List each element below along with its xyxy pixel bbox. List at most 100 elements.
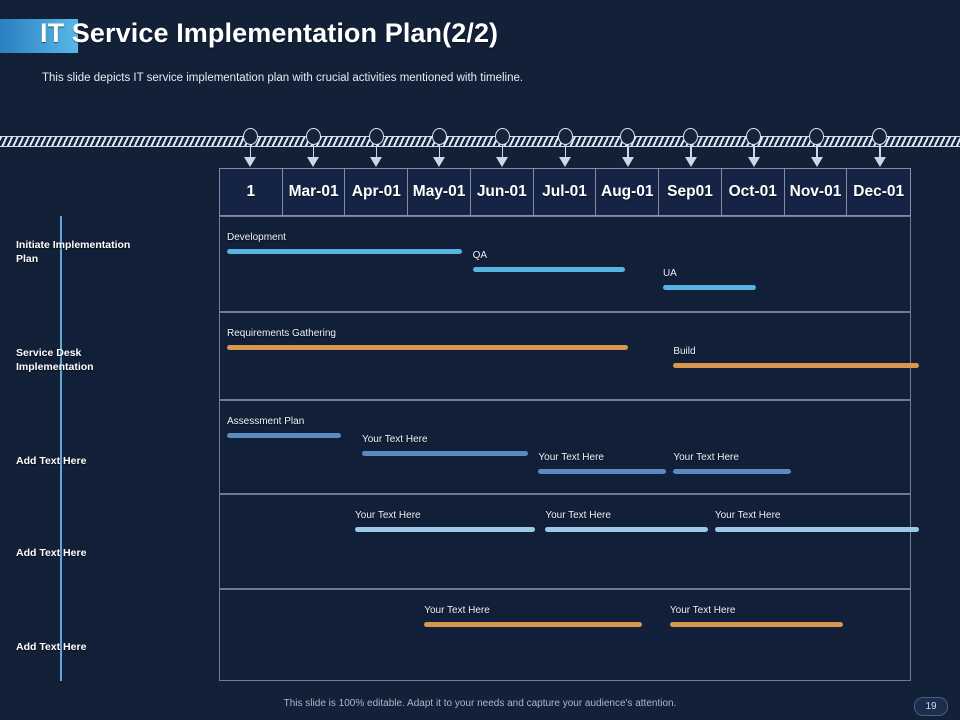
gantt-bar-group: Your Text Here	[545, 504, 708, 532]
gantt-bar-label: Requirements Gathering	[227, 328, 336, 339]
gantt-bar-label: Your Text Here	[714, 510, 781, 521]
timeline-column-6: Jul-01	[534, 169, 597, 215]
timeline-dot-icon	[431, 128, 447, 145]
gantt-bar[interactable]	[538, 469, 667, 474]
arrow-down-icon	[244, 157, 257, 167]
gantt-row	[219, 312, 911, 400]
row-label-3: Add Text Here	[16, 455, 87, 467]
timeline-marker-3	[368, 128, 387, 176]
page-number-badge: 19	[914, 697, 948, 716]
gantt-bar-group: Your Text Here	[361, 428, 529, 456]
row-label-5: Add Text Here	[16, 641, 87, 653]
timeline-column-4: May-01	[408, 169, 471, 215]
timeline-dot-icon	[620, 128, 636, 145]
timeline-dot-icon	[872, 128, 888, 145]
row-label-4: Add Text Here	[16, 547, 87, 559]
arrow-down-icon	[370, 157, 383, 167]
arrow-down-icon	[433, 157, 446, 167]
arrow-down-icon	[559, 157, 571, 167]
gantt-bar-group: Your Text Here	[673, 446, 791, 474]
timeline-column-9: Oct-01	[722, 169, 785, 215]
row-label-1: Initiate Implementation Plan	[16, 239, 131, 265]
timeline-stem	[564, 145, 566, 159]
timeline-column-10: Nov-01	[785, 169, 848, 215]
timeline-marker-9	[746, 128, 764, 176]
gantt-bar[interactable]	[424, 622, 643, 627]
title-accent-block	[0, 19, 78, 53]
gantt-bar-group: UA	[662, 262, 757, 290]
gantt-bar[interactable]	[669, 622, 843, 627]
gantt-bar-label: Your Text Here	[669, 605, 736, 616]
gantt-bar[interactable]	[355, 527, 535, 532]
timeline-column-1: 1	[220, 169, 283, 215]
gantt-row	[219, 494, 911, 589]
timeline-column-2: Mar-01	[283, 169, 346, 215]
gantt-bar-label: UA	[662, 268, 677, 279]
gantt-bar[interactable]	[673, 469, 791, 474]
gantt-bar[interactable]	[662, 285, 757, 290]
gantt-bar[interactable]	[227, 249, 463, 254]
arrow-down-icon	[873, 157, 886, 167]
gantt-bar-group: Your Text Here	[424, 599, 643, 627]
timeline-stem	[879, 145, 881, 159]
gantt-row	[219, 216, 911, 312]
timeline-marker-7	[620, 128, 638, 176]
gantt-bar[interactable]	[545, 527, 708, 532]
gantt-bar-group: Your Text Here	[669, 599, 843, 627]
gantt-bar-label: Your Text Here	[538, 452, 604, 463]
timeline-track	[0, 136, 960, 147]
footer-note: This slide is 100% editable. Adapt it to…	[283, 698, 677, 709]
arrow-down-icon	[307, 157, 320, 167]
timeline-dot-icon	[368, 128, 384, 145]
arrow-down-icon	[496, 157, 509, 167]
timeline-dot-icon	[242, 128, 258, 145]
timeline-dot-icon	[746, 128, 762, 145]
timeline-column-8: Sep01	[659, 169, 722, 215]
timeline-stem	[501, 145, 504, 159]
timeline-column-11: Dec-01	[853, 183, 905, 200]
gantt-bar-label: QA	[472, 250, 488, 261]
timeline-marker-10	[809, 128, 827, 176]
title-rest: Service Implementation Plan(2/2)	[64, 18, 499, 48]
timeline-stem	[816, 145, 818, 159]
gantt-bar[interactable]	[673, 363, 919, 368]
gantt-bar-group: Your Text Here	[538, 446, 667, 474]
row-label-2: Service Desk Implementation	[16, 347, 94, 373]
gantt-bar-group: Development	[227, 226, 463, 254]
title-accent-word: IT	[40, 18, 65, 48]
gantt-bar-label: Your Text Here	[545, 510, 611, 521]
gantt-bar-group: Requirements Gathering	[227, 322, 629, 350]
gantt-bar-group: Assessment Plan	[227, 410, 342, 438]
timeline-stem	[690, 145, 692, 159]
gantt-bar[interactable]	[714, 527, 919, 532]
gantt-row	[219, 400, 911, 494]
gantt-bar[interactable]	[472, 267, 625, 272]
timeline-column-7: Aug-01	[596, 169, 660, 215]
timeline-stem	[312, 145, 315, 159]
gantt-bar-group: QA	[472, 244, 625, 272]
gantt-bar-label: Assessment Plan	[227, 416, 305, 427]
gantt-bar-label: Your Text Here	[361, 434, 428, 445]
gantt-bar[interactable]	[227, 345, 629, 350]
timeline-marker-2	[305, 128, 324, 176]
timeline-marker-6	[557, 128, 576, 176]
gantt-bar[interactable]	[227, 433, 342, 438]
timeline-marker-4	[431, 128, 450, 176]
timeline-stem	[627, 145, 629, 159]
gantt-bar-group: Build	[673, 340, 919, 368]
timeline-stem	[375, 145, 378, 159]
gantt-bar-group: Your Text Here	[714, 504, 919, 532]
gantt-bar-label: Your Text Here	[424, 605, 490, 616]
gantt-bar-label: Build	[673, 346, 696, 357]
timeline-dot-icon	[494, 128, 510, 145]
page-subtitle: This slide depicts IT service implementa…	[42, 72, 524, 84]
arrow-down-icon	[684, 157, 697, 167]
gantt-row	[219, 589, 911, 681]
timeline-stem	[438, 145, 441, 159]
timeline-marker-1	[242, 128, 261, 176]
timeline-column-3: Apr-01	[345, 169, 409, 215]
timeline-column-5: Jun-01	[471, 169, 534, 215]
gantt-bar[interactable]	[361, 451, 529, 456]
gantt-bar-label: Development	[227, 232, 286, 243]
